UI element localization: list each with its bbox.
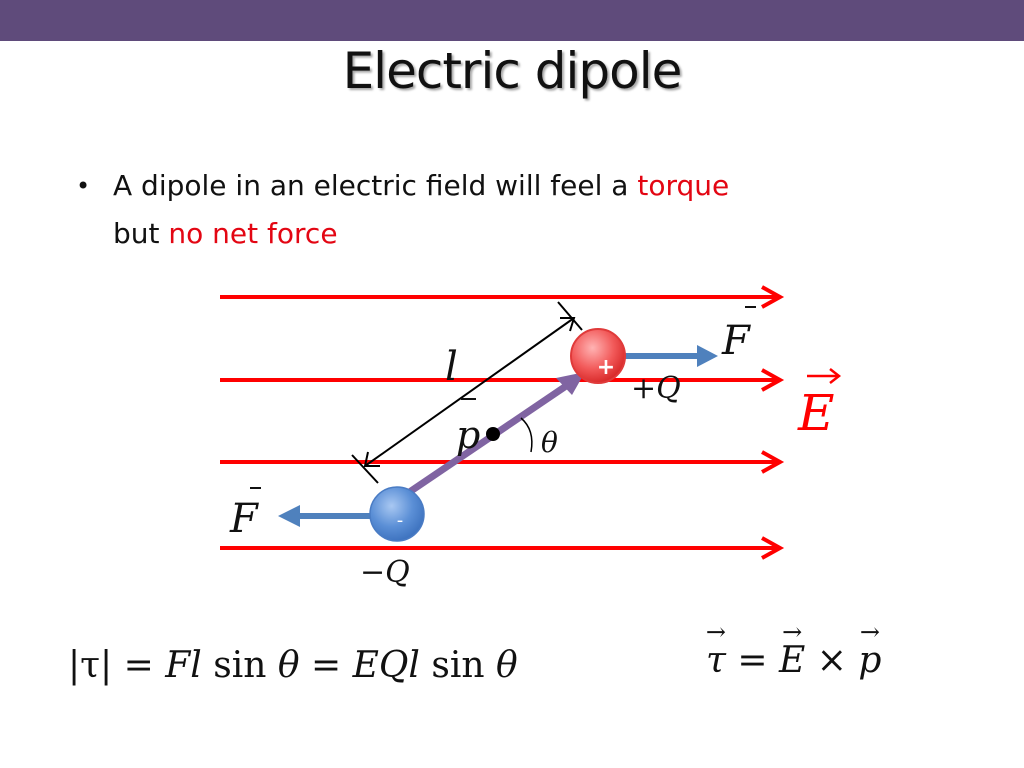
angle-arc: [520, 417, 533, 453]
angle-label: θ: [541, 426, 558, 459]
force-arrow-right: [620, 345, 718, 367]
eq-p-vector: p: [858, 640, 881, 681]
eq-E-vector: E: [779, 640, 805, 681]
positive-charge: +: [570, 328, 626, 384]
bullet-point: • A dipole in an electric field will fee…: [76, 162, 856, 258]
bullet-text-1: A dipole in an electric field will feel …: [113, 169, 638, 202]
eq-theta: θ: [496, 645, 518, 686]
center-dot: [486, 427, 500, 441]
svg-text:+: +: [597, 355, 615, 380]
force-arrow-left: [278, 505, 375, 527]
header-band: [0, 0, 1024, 41]
negative-charge: -: [369, 486, 425, 542]
dipole-moment-label: p: [456, 413, 480, 457]
length-label: l: [445, 344, 458, 390]
negative-charge-label: −Q: [360, 555, 410, 590]
bullet-text-2: but: [113, 217, 169, 250]
torque-magnitude-equation: |τ| = Fl sin θ = EQl sin θ: [68, 645, 518, 686]
eq-theta: θ: [277, 645, 300, 686]
field-lines: [220, 285, 785, 560]
eq-sign: =: [737, 640, 768, 681]
bullet-marker: •: [76, 172, 91, 200]
torque-vector-equation: τ = E × p: [706, 640, 881, 681]
svg-text:-: -: [397, 510, 404, 531]
highlight-no-net-force: no net force: [168, 217, 338, 250]
bullet-line-2: but no net force: [113, 210, 856, 258]
eq-sign: =: [311, 645, 342, 686]
eq-tau-vector: τ: [706, 640, 726, 681]
bullet-line-1: A dipole in an electric field will feel …: [113, 162, 856, 210]
eq-sin: sin: [213, 645, 267, 686]
eq-cross: ×: [816, 640, 847, 681]
highlight-torque: torque: [637, 169, 730, 202]
slide-title: Electric dipole: [342, 42, 683, 100]
field-label: E: [797, 384, 835, 442]
force-label-right: F: [721, 318, 751, 364]
field-vector-arrow: [807, 368, 842, 384]
eq-sin: sin: [431, 645, 485, 686]
eq-EQl: EQl: [352, 645, 420, 686]
length-arrow: [351, 301, 583, 484]
eq-sign: =: [123, 645, 154, 686]
eq-F: F: [165, 645, 191, 686]
force-label-left: F: [229, 496, 259, 542]
positive-charge-label: +Q: [631, 371, 681, 406]
eq-lhs: |τ|: [68, 645, 113, 686]
eq-l: l: [190, 645, 202, 686]
